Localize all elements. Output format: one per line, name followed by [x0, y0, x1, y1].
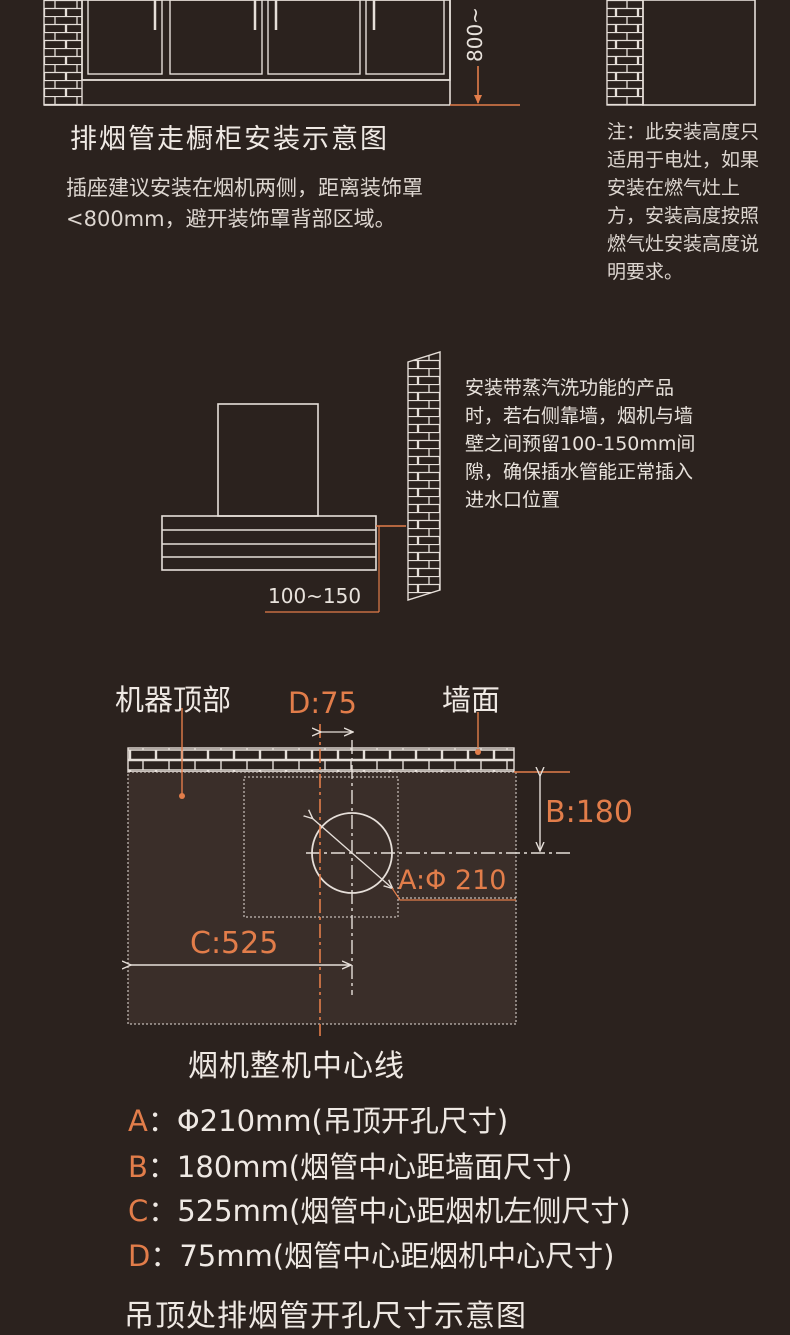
legend-separator: ：: [150, 1239, 180, 1273]
ceiling-opening-title: 吊顶处排烟管开孔尺寸示意图: [124, 1299, 527, 1334]
wall-gap-label: 100~150: [268, 584, 362, 608]
legend-key: C: [128, 1194, 149, 1228]
cabinet-caption: 排烟管走橱柜安装示意图: [70, 124, 389, 155]
legend-item-d: D：75mm(烟管中心距烟机中心尺寸): [128, 1233, 614, 1275]
steam-hood-diagram: [161, 351, 441, 613]
dimension-c-label: C:525: [190, 926, 279, 961]
ceiling-opening-diagram: [128, 708, 570, 1036]
height-side-note: 注：此安装高度只适用于电灶，如果安装在燃气灶上方，安装高度按照燃气灶安装高度说明…: [607, 121, 760, 283]
legend-key: B: [128, 1150, 148, 1184]
legend-item-a: A：Φ210mm(吊顶开孔尺寸): [128, 1098, 508, 1140]
legend-separator: ：: [147, 1150, 177, 1184]
height-800-label: 800~: [463, 7, 487, 62]
legend-separator: ：: [148, 1194, 178, 1228]
legend-text: 525mm(烟管中心距烟机左侧尺寸): [177, 1194, 631, 1228]
dimension-d-label: D:75: [288, 686, 358, 720]
legend-text: 180mm(烟管中心距墙面尺寸): [176, 1150, 573, 1184]
center-line-label: 烟机整机中心线: [188, 1049, 405, 1084]
legend-key: A: [128, 1104, 148, 1138]
dimension-a-label: A:Φ 210: [398, 865, 507, 896]
cabinet-diagram: [43, 0, 756, 106]
dimension-b-label: B:180: [545, 795, 633, 830]
legend-key: D: [128, 1239, 151, 1273]
steam-wash-note: 安装带蒸汽洗功能的产品时，若右侧靠墙，烟机与墙壁之间预留100-150mm间隙，…: [465, 377, 696, 511]
wall-surface-label: 墙面: [442, 683, 501, 717]
legend-item-c: C：525mm(烟管中心距烟机左侧尺寸): [128, 1188, 631, 1230]
legend-item-b: B：180mm(烟管中心距墙面尺寸): [128, 1144, 572, 1186]
cabinet-description: 插座建议安装在烟机两侧，距离装饰罩<800mm，避开装饰罩背部区域。: [66, 176, 423, 231]
legend-text: Φ210mm(吊顶开孔尺寸): [176, 1104, 509, 1138]
legend-text: 75mm(烟管中心距烟机中心尺寸): [179, 1239, 615, 1273]
legend-separator: ：: [147, 1104, 177, 1138]
machine-top-label: 机器顶部: [115, 683, 232, 717]
